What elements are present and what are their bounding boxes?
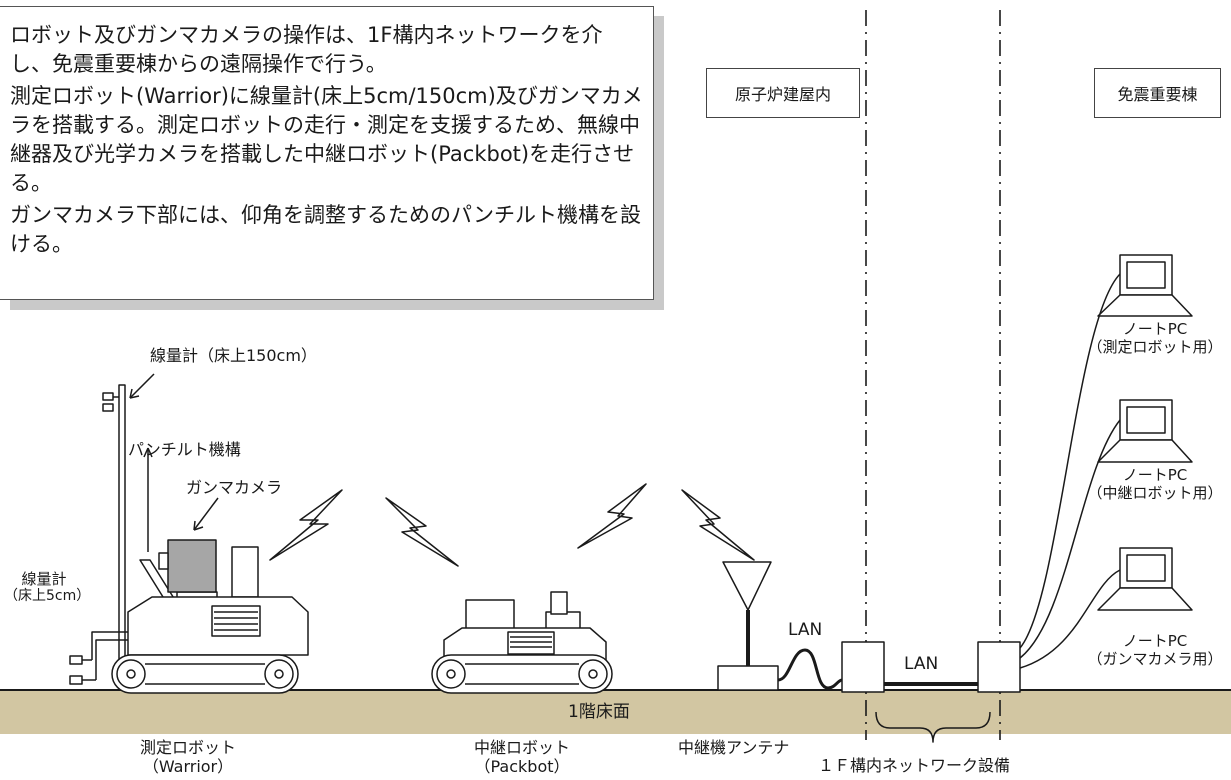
laptop-icon (1097, 399, 1193, 463)
relay-robot-vent (507, 631, 555, 655)
laptop-caption-gamma: ノートPC （ガンマカメラ用） (1080, 632, 1230, 668)
wireless-signal-icon (269, 489, 343, 561)
wireless-signal-icon (681, 489, 755, 561)
wireless-signal-icons (269, 483, 755, 567)
description-box: ロボット及びガンマカメラの操作は、1F構内ネットワークを介し、免震重要棟からの遠… (0, 6, 654, 300)
antenna-cone (722, 561, 772, 611)
arrow-dosimeter-150 (129, 373, 155, 399)
laptop-caption-line1: ノートPC (1122, 466, 1188, 484)
relay-robot-caption-line1: 中継ロボット (473, 738, 570, 757)
measurement-robot-caption: 測定ロボット （Warrior） (118, 738, 258, 776)
description-paragraph: ロボット及びガンマカメラの操作は、1F構内ネットワークを介し、免震重要棟からの遠… (10, 23, 603, 76)
description-paragraph: 測定ロボット(Warrior)に線量計(床上5cm/150cm)及びガンマカメラ… (10, 84, 643, 195)
measurement-robot (69, 384, 309, 694)
dosimeter-5-label-line2: （床上5cm） (4, 588, 91, 604)
network-device-left (841, 641, 885, 693)
wireless-signal-icon (577, 483, 647, 549)
antenna-base (717, 665, 779, 691)
laptop-caption-line2: （測定ロボット用） (1087, 338, 1223, 356)
relay-robot-box-left (465, 599, 515, 631)
arrow-gamma-camera (193, 497, 219, 531)
network-caption: １Ｆ構内ネットワーク設備 (818, 756, 1011, 775)
reactor-building-label: 原子炉建屋内 (706, 68, 860, 118)
laptop-caption-line1: ノートPC (1122, 632, 1188, 650)
lan-cable-1 (777, 648, 843, 690)
relay-antenna (717, 561, 843, 691)
dosimeter-5-label-line1: 線量計 (21, 570, 67, 588)
pan-tilt-label: パンチルト機構 (128, 440, 241, 459)
relay-robot-mast (550, 591, 568, 615)
floor-label: 1階床面 (568, 702, 630, 722)
laptop-caption-line1: ノートPC (1122, 320, 1188, 338)
floor-slab (0, 690, 1231, 734)
dosimeter-150-icon (102, 392, 114, 401)
antenna-caption: 中継機アンテナ (678, 738, 790, 757)
relay-robot (431, 591, 613, 694)
callout-arrows (129, 373, 219, 552)
dosimeter-5-icon (69, 655, 83, 665)
laptop-caption-line2: （中継ロボット用） (1087, 484, 1223, 502)
gamma-camera-icon (167, 539, 217, 593)
relay-robot-caption-line2: （Packbot） (474, 757, 570, 777)
lan-label-2: LAN (904, 654, 939, 674)
laptop-icon (1097, 547, 1193, 611)
measurement-robot-caption-line2: （Warrior） (142, 757, 234, 777)
dosimeter-150-label: 線量計（床上150cm） (150, 346, 317, 365)
lan-label-1: LAN (788, 620, 823, 640)
measurement-robot-caption-line1: 測定ロボット (139, 738, 236, 757)
wireless-signal-icon (385, 497, 459, 567)
seismic-building-label: 免震重要棟 (1094, 68, 1221, 118)
relay-robot-caption: 中継ロボット （Packbot） (452, 738, 592, 776)
network-brace (875, 711, 991, 743)
description-paragraph: ガンマカメラ下部には、仰角を調整するためのパンチルト機構を設ける。 (10, 203, 642, 256)
laptop-caption-relay: ノートPC （中継ロボット用） (1080, 466, 1230, 502)
network-device-right (977, 641, 1021, 693)
gamma-camera-label: ガンマカメラ (186, 478, 283, 497)
laptop-cables (1019, 273, 1121, 669)
robot-electronics-box (231, 546, 259, 598)
laptop-caption-line2: （ガンマカメラ用） (1087, 650, 1223, 668)
laptop-caption-measure: ノートPC （測定ロボット用） (1080, 320, 1230, 356)
robot-vent (211, 605, 261, 637)
dosimeter-5-label: 線量計 （床上5cm） (4, 570, 91, 605)
